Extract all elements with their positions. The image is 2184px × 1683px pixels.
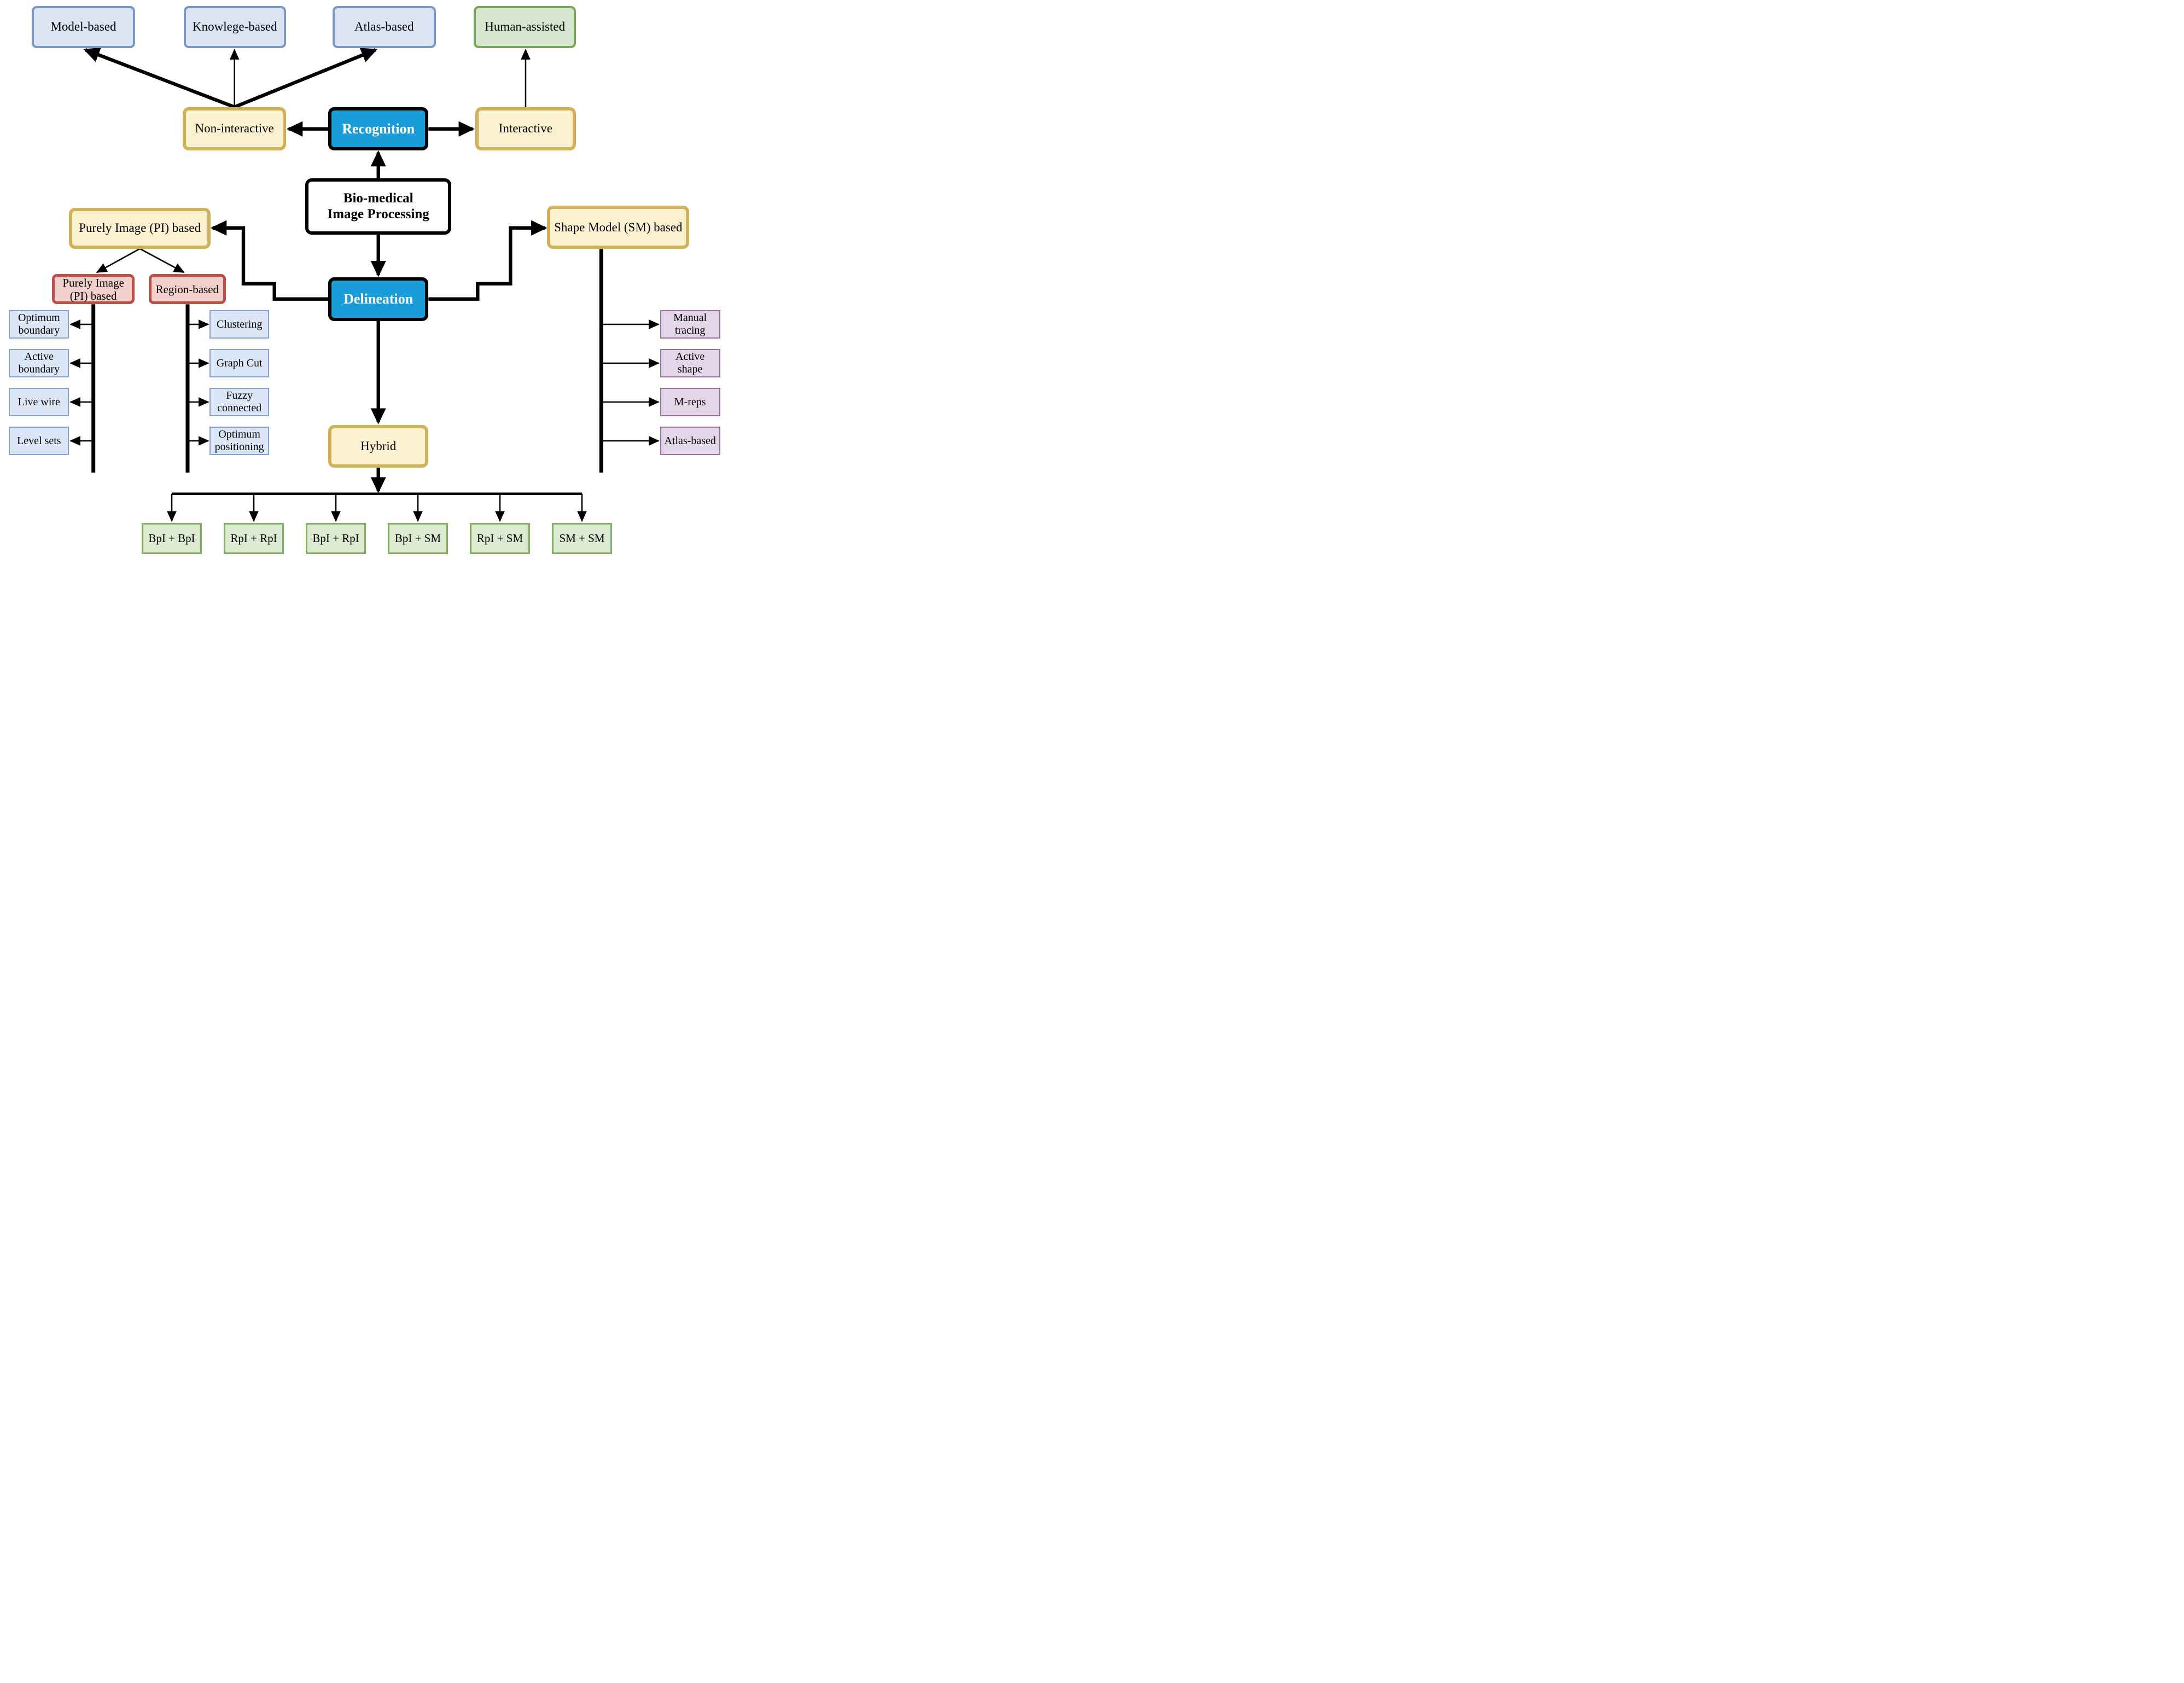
node-human-assisted: Human-assisted	[474, 5, 576, 49]
node-active-shape-label-line1: Active	[675, 351, 705, 363]
node-bpi-plus-bpi: BpI + BpI	[142, 523, 202, 554]
edge-non-interactive-to-atlas-based	[234, 48, 378, 109]
node-purely-image-pi-sub-label-line1: Purely Image	[62, 276, 124, 289]
node-live-wire: Live wire	[9, 388, 69, 416]
node-purely-image-pi-sub: Purely Image(PI) based	[52, 274, 135, 305]
node-atlas-based-delineation: Atlas-based	[660, 427, 720, 455]
node-optimum-boundary-label-line2: boundary	[18, 324, 60, 336]
node-bpi-plus-bpi-label-line1: BpI + BpI	[148, 532, 195, 545]
node-non-interactive: Non-interactive	[183, 107, 286, 151]
edge-delineation-to-shape-model	[428, 220, 548, 301]
node-shape-model-sm-based: Shape Model (SM) based	[547, 206, 690, 249]
node-active-boundary-label-line2: boundary	[18, 363, 60, 375]
node-m-reps-label-line1: M-reps	[674, 395, 706, 408]
edge-delineation-to-purely-image	[210, 220, 328, 301]
node-optimum-boundary-label-line1: Optimum	[18, 312, 60, 324]
node-optimum-positioning-label-line2: positioning	[214, 441, 264, 453]
node-clustering: Clustering	[209, 310, 269, 339]
node-m-reps: M-reps	[660, 388, 720, 416]
node-clustering-label-line1: Clustering	[216, 318, 263, 330]
node-bio-medical-image-processing-label-line2: Image Processing	[327, 206, 429, 222]
node-delineation-label-line1: Delineation	[343, 290, 413, 307]
node-region-based: Region-based	[149, 274, 226, 305]
node-model-based: Model-based	[32, 5, 135, 49]
edge-purely-image-to-pi-sub	[96, 248, 141, 273]
node-active-boundary-label-line1: Active	[24, 351, 54, 363]
node-recognition-label-line1: Recognition	[342, 120, 415, 137]
node-shape-model-sm-based-label-line1: Shape Model (SM) based	[554, 220, 683, 234]
node-atlas-based-recognition-label-line1: Atlas-based	[354, 20, 414, 34]
node-interactive: Interactive	[475, 107, 576, 151]
node-bpi-plus-rpi-label-line1: BpI + RpI	[312, 532, 359, 545]
node-hybrid-label-line1: Hybrid	[360, 439, 397, 453]
node-manual-tracing-label-line2: tracing	[674, 324, 706, 336]
node-rpi-plus-rpi-label-line1: RpI + RpI	[230, 532, 277, 545]
node-purely-image-pi-sub-label-line2: (PI) based	[69, 289, 117, 302]
node-graph-cut-label-line1: Graph Cut	[216, 357, 263, 369]
node-hybrid: Hybrid	[328, 424, 429, 468]
node-rpi-plus-sm-label-line1: RpI + SM	[476, 532, 523, 545]
node-rpi-plus-sm: RpI + SM	[470, 523, 530, 554]
node-sm-plus-sm-label-line1: SM + SM	[559, 532, 605, 545]
node-graph-cut: Graph Cut	[209, 349, 269, 377]
node-bpi-plus-sm-label-line1: BpI + SM	[394, 532, 441, 545]
node-rpi-plus-rpi: RpI + RpI	[224, 523, 284, 554]
node-recognition: Recognition	[328, 107, 429, 151]
node-model-based-label-line1: Model-based	[50, 20, 117, 34]
edges	[69, 48, 660, 522]
node-active-shape-label-line2: shape	[677, 363, 703, 375]
node-level-sets: Level sets	[9, 427, 69, 455]
node-bio-medical-image-processing-label-line1: Bio-medical	[343, 190, 413, 206]
node-purely-image-pi-based-label-line1: Purely Image (PI) based	[79, 221, 201, 235]
node-interactive-label-line1: Interactive	[498, 121, 552, 136]
node-sm-plus-sm: SM + SM	[552, 523, 612, 554]
node-atlas-based-delineation-label-line1: Atlas-based	[664, 434, 716, 447]
node-region-based-label-line1: Region-based	[155, 282, 219, 296]
node-level-sets-label-line1: Level sets	[17, 434, 61, 447]
node-delineation: Delineation	[328, 277, 429, 321]
node-non-interactive-label-line1: Non-interactive	[195, 121, 274, 136]
edge-purely-image-to-region-based	[139, 248, 185, 273]
node-human-assisted-label-line1: Human-assisted	[485, 20, 566, 34]
node-bpi-plus-rpi: BpI + RpI	[306, 523, 366, 554]
node-fuzzy-connected-label-line2: connected	[217, 402, 262, 414]
node-knowlege-based-label-line1: Knowlege-based	[193, 20, 277, 34]
node-optimum-positioning-label-line1: Optimum	[218, 428, 260, 440]
node-bpi-plus-sm: BpI + SM	[388, 523, 448, 554]
node-purely-image-pi-based: Purely Image (PI) based	[69, 208, 211, 249]
edge-non-interactive-to-model-based	[83, 48, 235, 109]
node-atlas-based-recognition: Atlas-based	[332, 5, 436, 49]
node-fuzzy-connected-label-line1: Fuzzy	[226, 389, 253, 401]
node-live-wire-label-line1: Live wire	[18, 395, 60, 408]
node-manual-tracing-label-line1: Manual	[673, 312, 707, 324]
connector-layer	[69, 48, 660, 522]
node-knowlege-based: Knowlege-based	[184, 5, 286, 49]
